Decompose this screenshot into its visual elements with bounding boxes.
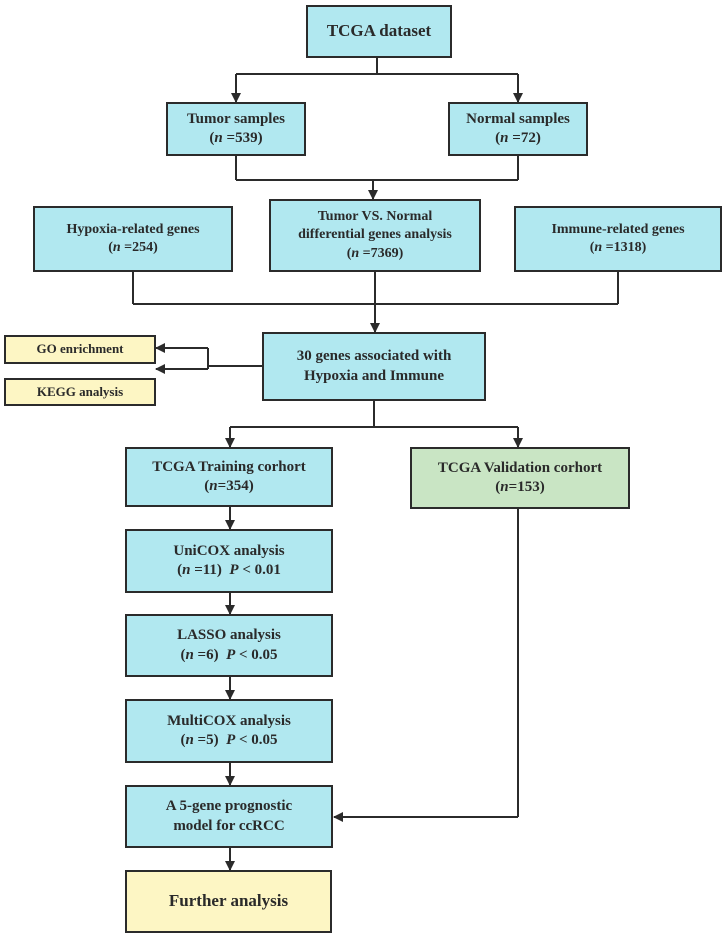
prognostic-model-label-2: model for ccRCC xyxy=(173,817,285,834)
differential-genes-box: Tumor VS. Normal differential genes anal… xyxy=(269,199,481,272)
further-analysis-label: Further analysis xyxy=(168,891,289,911)
multicox-label: MultiCOX analysis xyxy=(167,712,291,729)
multicox-box: MultiCOX analysis (n =5) P < 0.05 xyxy=(125,699,333,763)
normal-samples-box: Normal samples (n =72) xyxy=(448,102,588,156)
immune-genes-box: Immune-related genes (n =1318) xyxy=(514,206,722,272)
lasso-label: LASSO analysis xyxy=(177,627,281,643)
hypoxia-genes-count: (n =254) xyxy=(108,240,158,255)
hub-genes-label-1: 30 genes associated with xyxy=(296,348,452,364)
hub-genes-label-2: Hypoxia and Immune xyxy=(303,367,445,384)
tcga-dataset-label: TCGA dataset xyxy=(326,21,432,41)
differential-genes-label-1: Tumor VS. Normal xyxy=(317,209,433,225)
prognostic-model-box: A 5-gene prognostic model for ccRCC xyxy=(125,785,333,848)
hypoxia-genes-box: Hypoxia-related genes (n =254) xyxy=(33,206,233,272)
tumor-samples-box: Tumor samples (n =539) xyxy=(166,102,306,156)
normal-samples-label: Normal samples xyxy=(466,110,570,127)
validation-cohort-label: TCGA Validation corhort xyxy=(437,459,603,476)
normal-samples-count: (n =72) xyxy=(495,130,541,146)
hub-genes-box: 30 genes associated with Hypoxia and Imm… xyxy=(262,332,486,401)
tumor-samples-count: (n =539) xyxy=(209,130,263,146)
unicox-stats: (n =11) P < 0.01 xyxy=(177,562,281,578)
kegg-analysis-box: KEGG analysis xyxy=(4,378,156,406)
tumor-samples-label: Tumor samples xyxy=(187,110,285,127)
training-cohort-count: (n=354) xyxy=(204,478,254,494)
go-enrichment-box: GO enrichment xyxy=(4,335,156,364)
differential-genes-label-2: differential genes analysis xyxy=(298,227,452,243)
go-enrichment-label: GO enrichment xyxy=(36,341,124,357)
prognostic-model-label-1: A 5-gene prognostic xyxy=(165,798,293,814)
validation-cohort-count: (n=153) xyxy=(495,479,545,495)
hypoxia-genes-label: Hypoxia-related genes xyxy=(66,221,200,237)
further-analysis-box: Further analysis xyxy=(125,870,332,933)
unicox-label: UniCOX analysis xyxy=(173,542,285,559)
immune-genes-label: Immune-related genes xyxy=(551,221,685,237)
training-cohort-box: TCGA Training corhort (n=354) xyxy=(125,447,333,507)
training-cohort-label: TCGA Training corhort xyxy=(152,458,306,475)
differential-genes-count: (n =7369) xyxy=(346,245,404,261)
unicox-box: UniCOX analysis (n =11) P < 0.01 xyxy=(125,529,333,593)
lasso-stats: (n =6) P < 0.05 xyxy=(180,646,278,663)
tcga-dataset-box: TCGA dataset xyxy=(306,5,452,58)
kegg-analysis-label: KEGG analysis xyxy=(36,383,124,399)
immune-genes-count: (n =1318) xyxy=(589,240,647,255)
validation-cohort-box: TCGA Validation corhort (n=153) xyxy=(410,447,630,509)
lasso-box: LASSO analysis (n =6) P < 0.05 xyxy=(125,614,333,677)
multicox-stats: (n =5) P < 0.05 xyxy=(180,732,278,748)
